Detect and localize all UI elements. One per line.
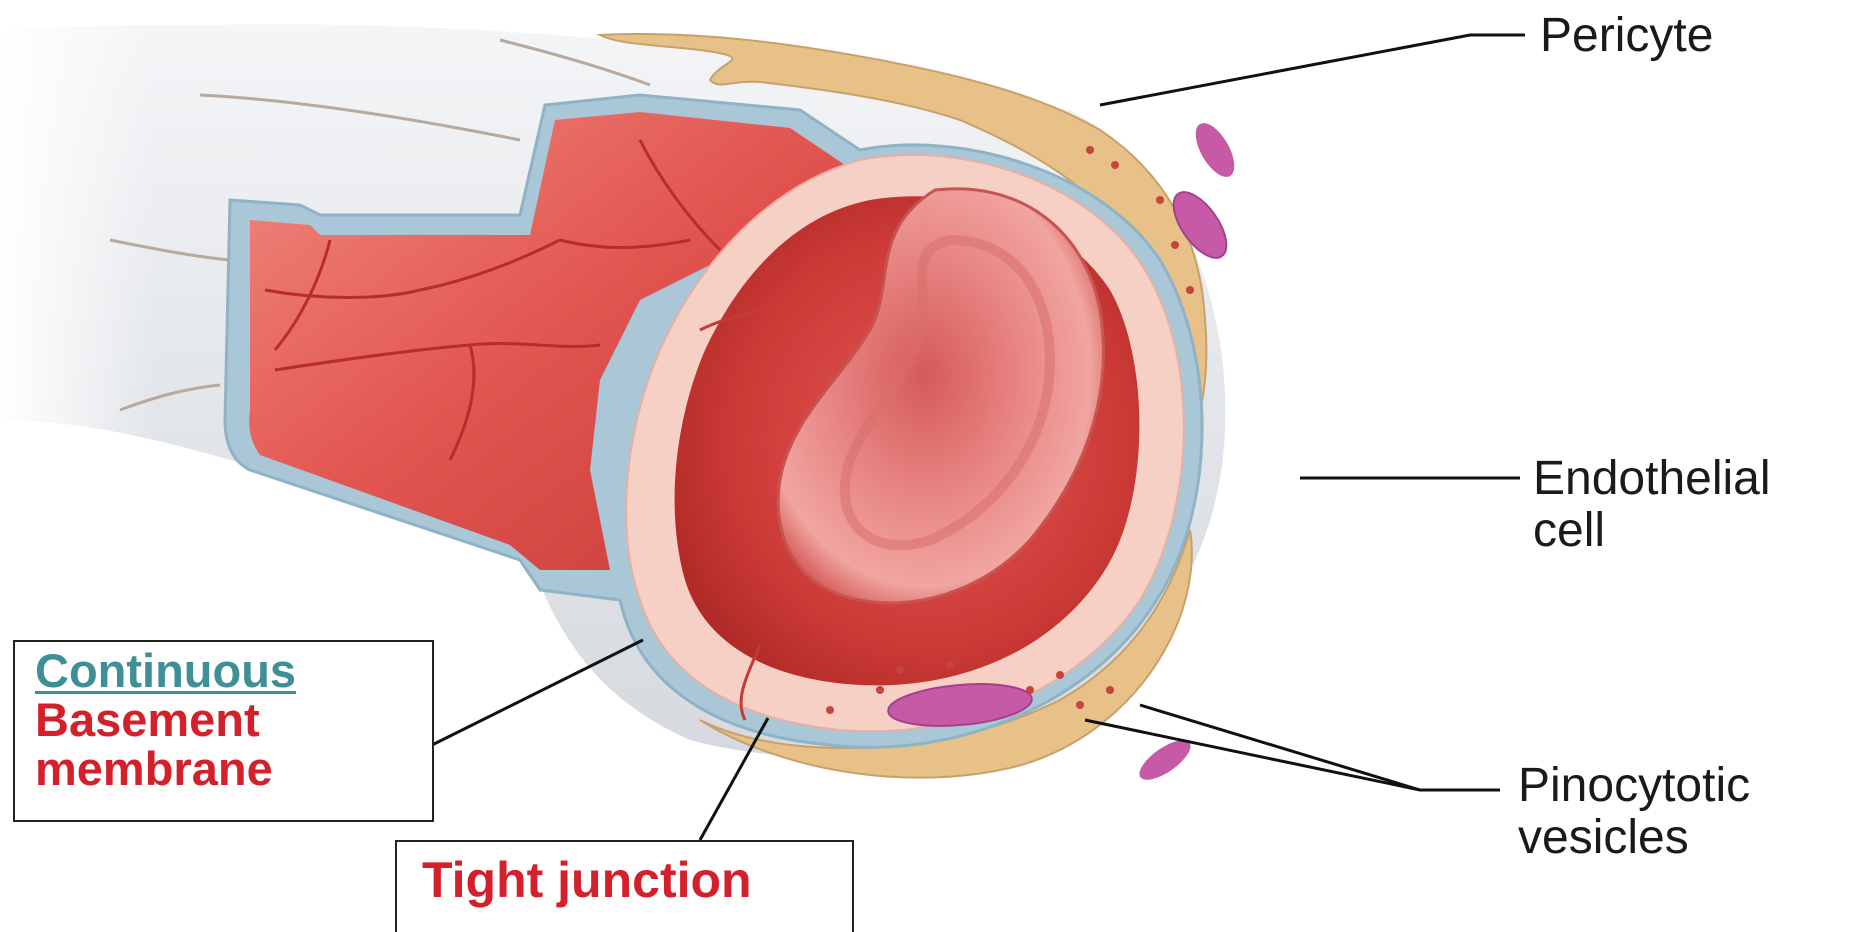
pinocytotic-label-line2: vesicles	[1518, 812, 1750, 864]
pericyte-leader-line	[1100, 35, 1525, 105]
endothelial-label-line1: Endothelial	[1533, 453, 1771, 505]
endothelial-cell-label: Endothelial cell	[1533, 453, 1771, 557]
pinocytotic-vesicles-label: Pinocytotic vesicles	[1518, 760, 1750, 864]
tight-junction-label: Tight junction	[397, 842, 852, 905]
tight-junction-label-box: Tight junction	[395, 840, 854, 932]
continuous-label: Continuous	[35, 646, 432, 695]
pinocytotic-label-line1: Pinocytotic	[1518, 760, 1750, 812]
basement-leader-line	[432, 640, 643, 745]
basement-label-line2: membrane	[35, 744, 432, 793]
pericyte-label: Pericyte	[1540, 10, 1713, 62]
basement-membrane-label-box: Continuous Basement membrane	[13, 640, 434, 822]
endothelial-label-line2: cell	[1533, 505, 1771, 557]
basement-label-line1: Basement	[35, 695, 432, 744]
